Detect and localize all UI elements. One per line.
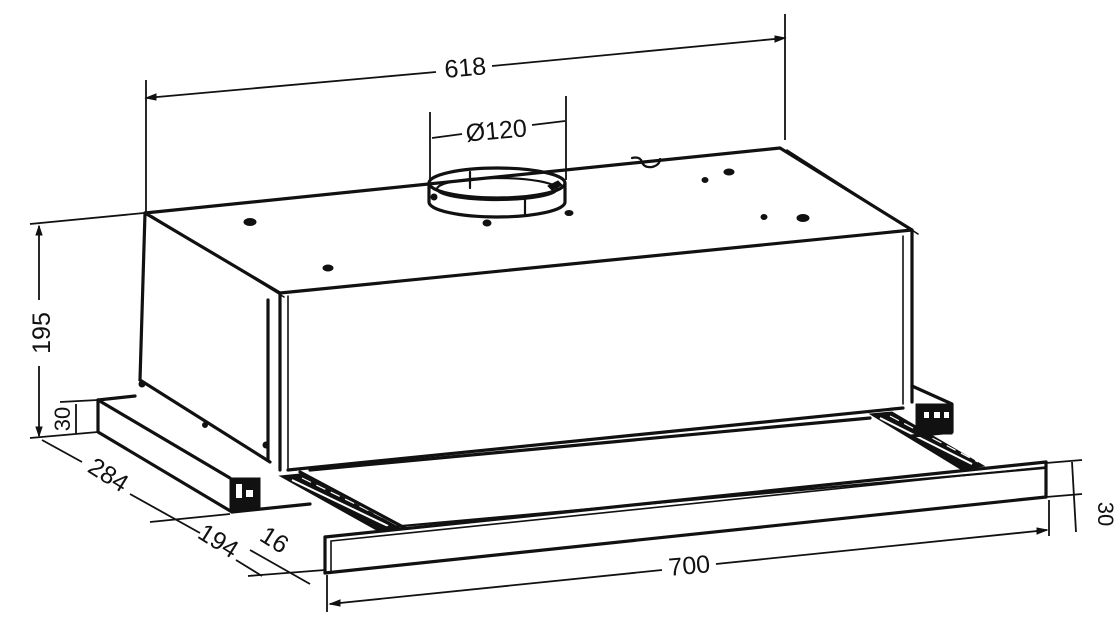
dimension-duct-diameter: Ø120 xyxy=(429,96,567,180)
label-front-panel-height: 30 xyxy=(1093,502,1118,526)
label-front-panel-width: 700 xyxy=(667,550,711,582)
screw xyxy=(138,380,146,388)
mounting-hole xyxy=(760,214,768,220)
hood-left-edge-inner xyxy=(151,215,285,298)
mounting-hole xyxy=(243,218,257,226)
slide-rail-left xyxy=(278,470,407,533)
label-duct-diameter: Ø120 xyxy=(465,114,528,147)
mounting-hole xyxy=(796,214,810,222)
front-panel-bottom xyxy=(323,495,1048,575)
collar-body xyxy=(427,181,567,219)
rear-base-left xyxy=(96,394,312,514)
screw xyxy=(202,422,208,428)
front-panel-top xyxy=(323,460,1048,539)
hood-left-side-edge xyxy=(138,211,147,382)
front-panel xyxy=(323,460,1048,575)
hood-right-edge-inner xyxy=(786,149,919,235)
hood-front-bottom-edge xyxy=(286,406,905,472)
label-body-depth: 194 xyxy=(193,518,243,564)
mounting-hole xyxy=(482,219,492,227)
label-panel-thickness: 16 xyxy=(255,521,293,559)
exhaust-collar xyxy=(427,166,567,219)
label-overall-width: 618 xyxy=(443,52,487,84)
dimension-body-depth: 194 xyxy=(149,513,263,577)
dimension-panel-thickness: 16 xyxy=(247,521,326,585)
bracket-left xyxy=(229,477,261,511)
mounting-hole xyxy=(723,168,735,176)
dimension-overall-width: 618 xyxy=(144,14,787,212)
mounting-hole xyxy=(322,264,334,272)
label-rear-step-height: 30 xyxy=(50,407,75,431)
label-total-depth: 284 xyxy=(83,452,133,498)
dimension-rear-step: 30 xyxy=(50,399,99,434)
mounting-hole xyxy=(564,210,574,216)
dimension-body-height: 195 xyxy=(28,212,145,439)
screw xyxy=(262,441,270,449)
slide-rail-right xyxy=(868,384,986,471)
bracket-right xyxy=(915,403,953,435)
mounting-hole xyxy=(701,177,709,183)
hood-rear-notch xyxy=(630,156,662,169)
dimension-front-panel-height: 30 xyxy=(1045,459,1118,533)
dimension-front-panel-width: 700 xyxy=(326,500,1050,612)
label-body-height: 195 xyxy=(28,312,56,354)
hood-body xyxy=(138,146,919,472)
